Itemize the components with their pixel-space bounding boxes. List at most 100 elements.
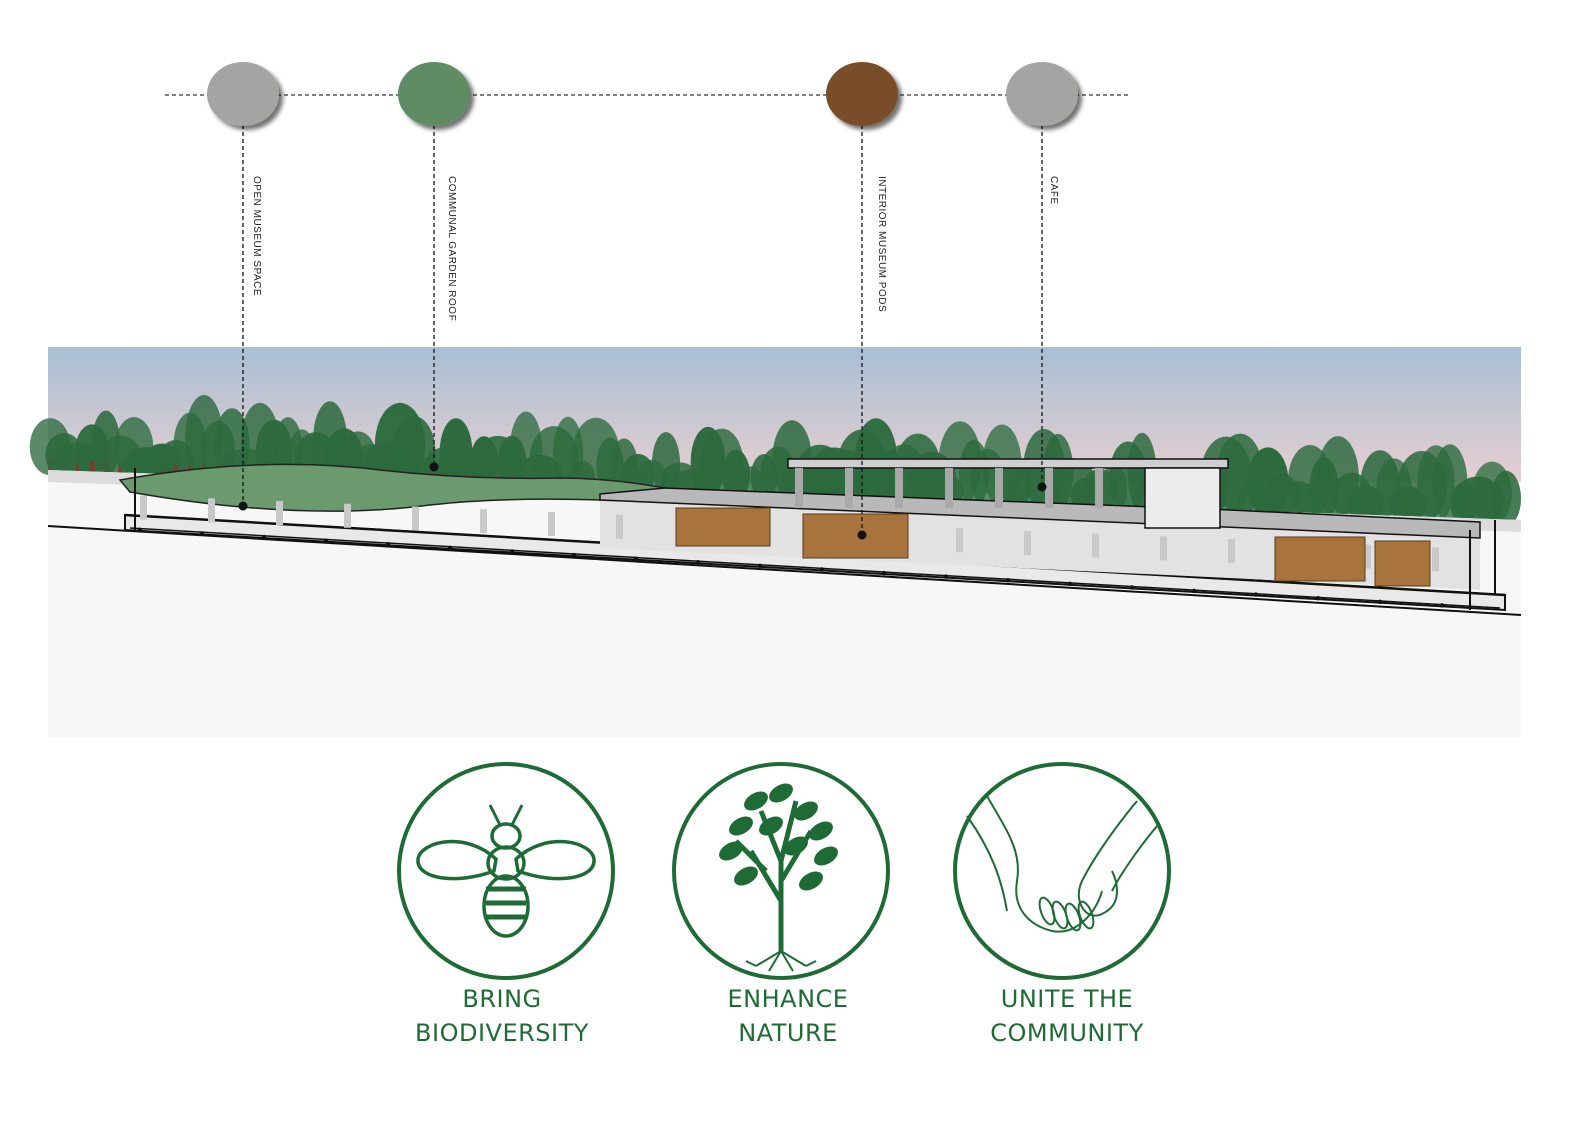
label-cafe: CAFE [1048, 176, 1059, 205]
structural-column [1092, 533, 1099, 558]
tree-leaf [744, 791, 768, 811]
museum-pod [1374, 540, 1431, 587]
caption-biodiversity: BRING BIODIVERSITY [382, 982, 622, 1050]
tree-leaf [734, 866, 758, 886]
program-node [1006, 62, 1078, 126]
tree-leaf [759, 816, 783, 836]
beam-bolt [1005, 578, 1011, 583]
caption-community: UNITE THE COMMUNITY [947, 982, 1187, 1050]
beam-bolt [447, 545, 453, 551]
finger [1077, 900, 1095, 930]
icon-ring [953, 762, 1171, 980]
bee-antennae [488, 804, 524, 826]
beam-bolt [695, 560, 701, 565]
tree-leaf [719, 841, 743, 861]
building-structure [47, 458, 1522, 616]
icon-ring [397, 762, 615, 980]
tree-leaf [794, 801, 818, 821]
cafe-column [795, 468, 803, 508]
beam-bolt [1067, 581, 1073, 587]
building-section [29, 347, 1522, 737]
tree-leaf [799, 871, 823, 891]
leader-endpoint [238, 501, 248, 511]
structural-column [1160, 536, 1167, 561]
structural-column [276, 501, 283, 526]
bee-head [490, 822, 522, 850]
caption-community-line2: COMMUNITY [990, 1019, 1144, 1047]
cafe-column [995, 468, 1003, 508]
tree-leaf [729, 816, 753, 836]
tree-roots [745, 950, 817, 972]
structural-column [208, 498, 215, 523]
beam-bolt [571, 552, 577, 558]
tree-canopy [1490, 470, 1522, 527]
program-node [826, 62, 898, 126]
caption-nature-line1: ENHANCE [727, 985, 849, 1013]
tree-branches [734, 800, 814, 951]
structural-column [344, 503, 351, 528]
structural-column [1024, 530, 1031, 555]
beam-bolt [509, 549, 515, 554]
beam-bolt [757, 563, 763, 569]
bee-abdomen [482, 874, 530, 938]
cafe-column [895, 468, 903, 508]
ground-line [47, 525, 1522, 616]
beam-bolt [1377, 599, 1383, 604]
hand-right [1077, 800, 1138, 917]
arm-right [1111, 825, 1158, 892]
tree-icon [719, 783, 838, 972]
beam-bolt [819, 567, 825, 572]
program-node [207, 62, 279, 126]
tree-leaf [769, 783, 793, 803]
bee-wing-left [416, 839, 498, 881]
museum-pod [1274, 536, 1366, 582]
beam-bolt [943, 574, 949, 579]
tree-trunk [90, 461, 95, 480]
finger [1038, 896, 1056, 926]
bee-wing-right [514, 839, 596, 881]
beam-bolt [1439, 603, 1445, 608]
cafe-block [1144, 467, 1221, 529]
hand-left [986, 795, 1103, 933]
roof-deck [599, 487, 1481, 539]
leader-lines [238, 125, 1047, 540]
value-icons [397, 762, 1171, 980]
leader-endpoint [857, 530, 867, 540]
cafe-canopy [787, 458, 1229, 469]
icon-ring [672, 762, 890, 980]
beam-bolt [1253, 592, 1259, 597]
beam-bolt [633, 556, 639, 561]
beam-bolt [1315, 595, 1321, 601]
structural-column [480, 509, 487, 534]
structural-column [548, 511, 555, 536]
tree-trunk [76, 461, 81, 480]
beam-bolt [881, 570, 887, 576]
structural-column [1364, 544, 1371, 569]
caption-nature: ENHANCE NATURE [668, 982, 908, 1050]
structural-column [1228, 539, 1235, 564]
structural-column [140, 495, 147, 520]
bee-icon [416, 804, 596, 938]
slab-underline [129, 527, 1501, 609]
tree-leaf [809, 821, 833, 841]
caption-biodiversity-line1: BRING [462, 985, 542, 1013]
label-open-museum-space: OPEN MUSEUM SPACE [251, 176, 262, 296]
museum-pod [675, 507, 771, 547]
bee-thorax [486, 845, 526, 881]
structural-column [412, 506, 419, 531]
beam-bolt [1129, 585, 1135, 590]
label-communal-garden-roof: COMMUNAL GARDEN ROOF [446, 176, 457, 322]
beam-bolt [385, 542, 391, 547]
cafe-column [845, 468, 853, 508]
leader-endpoint [1037, 482, 1047, 492]
tree-leaf [784, 836, 808, 856]
caption-biodiversity-line2: BIODIVERSITY [415, 1019, 589, 1047]
structural-column [616, 514, 623, 539]
cafe-column [1095, 468, 1103, 508]
tree-trunk [118, 462, 123, 481]
caption-community-line1: UNITE THE [1000, 985, 1134, 1013]
program-node [398, 62, 470, 126]
tree-leaf [814, 846, 838, 866]
cafe-column [945, 468, 953, 508]
